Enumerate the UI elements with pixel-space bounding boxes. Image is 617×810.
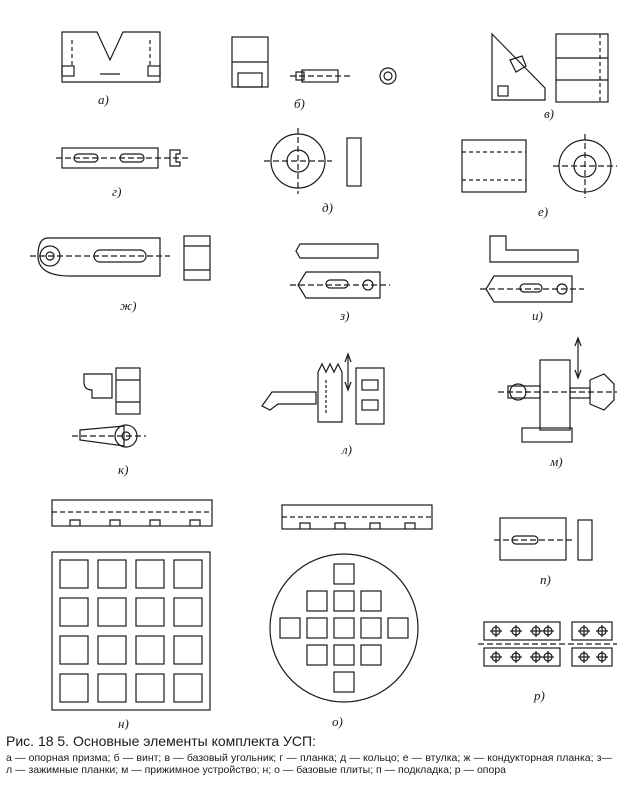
plate-cell <box>333 563 355 585</box>
plate-cell <box>59 673 89 703</box>
element-l-clamp <box>261 352 385 425</box>
plate-cell <box>59 597 89 627</box>
label-o: о) <box>332 714 343 729</box>
plate-cell <box>360 617 382 639</box>
label-d: д) <box>322 200 333 215</box>
label-i: и) <box>532 308 543 323</box>
element-d-ring <box>264 128 362 194</box>
plate-cell <box>333 617 355 639</box>
element-zh-jig-plate <box>30 235 211 281</box>
element-m-clamping-device <box>498 336 617 443</box>
plate-cell <box>333 671 355 693</box>
label-a: а) <box>98 92 109 107</box>
element-b-screw <box>231 36 397 88</box>
plate-cell <box>97 597 127 627</box>
plate-cell <box>279 617 301 639</box>
plate-cell <box>173 673 203 703</box>
element-p-spacer <box>494 517 593 561</box>
plate-cell <box>333 644 355 666</box>
plate-cell <box>306 617 328 639</box>
plate-cell <box>173 635 203 665</box>
plate-cell <box>360 590 382 612</box>
label-k: к) <box>118 462 128 477</box>
support-r-holes <box>490 625 608 663</box>
plate-cell <box>59 559 89 589</box>
caption-title: Рис. 18 5. Основные элементы комплекта У… <box>6 733 316 749</box>
plate-cell <box>97 635 127 665</box>
label-l: л) <box>341 442 352 457</box>
plate-cell <box>387 617 409 639</box>
plate-cell <box>97 673 127 703</box>
figure-canvas: а) б) в) г) д) е) ж) з) и) к) л) м) н) о… <box>30 31 617 730</box>
element-k-clamp <box>72 367 146 448</box>
plate-cell <box>59 635 89 665</box>
plate-n-grid-cells <box>59 559 203 703</box>
label-e: е) <box>538 204 548 219</box>
plate-cell <box>360 644 382 666</box>
label-z: з) <box>339 308 349 323</box>
caption-legend: а — опорная призма; б — винт; в — базовы… <box>6 752 612 776</box>
plate-cell <box>173 597 203 627</box>
label-b: б) <box>294 96 305 111</box>
element-o-base-plate <box>269 504 433 703</box>
plate-cell <box>135 673 165 703</box>
label-zh: ж) <box>120 298 136 313</box>
label-p: п) <box>540 572 551 587</box>
plate-cell <box>333 590 355 612</box>
element-n-base-plate <box>51 499 213 711</box>
label-g: г) <box>112 184 121 199</box>
label-v: в) <box>544 106 554 121</box>
figure-caption: Рис. 18 5. Основные элементы комплекта У… <box>6 732 612 776</box>
label-r: р) <box>533 688 545 703</box>
plate-cell <box>306 644 328 666</box>
plate-cell <box>135 635 165 665</box>
plate-cell <box>97 559 127 589</box>
plate-cell <box>135 597 165 627</box>
label-n: н) <box>118 716 129 730</box>
element-a-prism <box>61 31 161 83</box>
element-v-angle <box>491 32 609 103</box>
element-z-clamp <box>290 243 390 299</box>
plate-cell <box>173 559 203 589</box>
element-i-clamp <box>480 235 584 303</box>
element-e-bushing <box>461 134 617 198</box>
element-r-support <box>478 621 617 667</box>
plate-cell <box>135 559 165 589</box>
label-m: м) <box>549 454 563 469</box>
plate-cell <box>306 590 328 612</box>
plate-o-grid-cells <box>279 563 409 693</box>
element-g-strip <box>56 147 188 169</box>
